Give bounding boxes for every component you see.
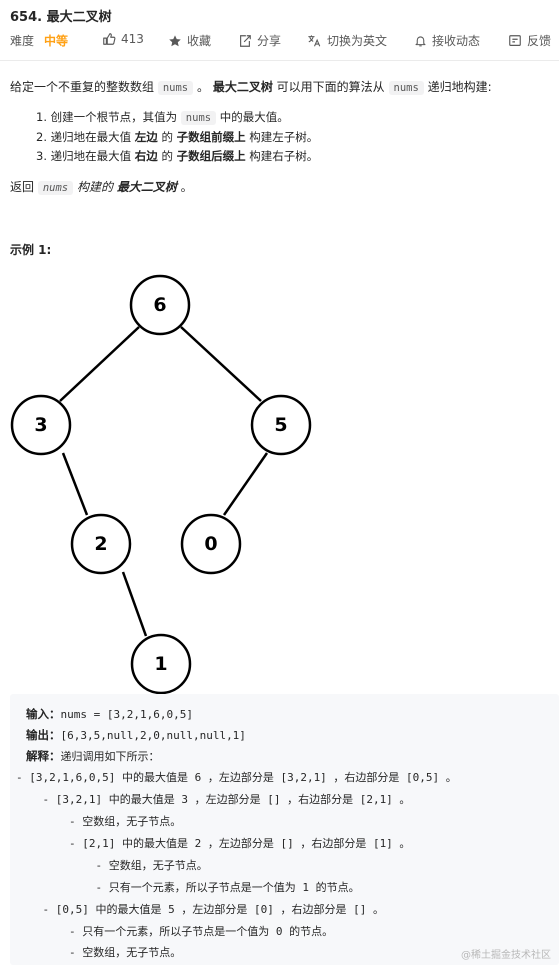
share-button[interactable]: 分享 [238, 32, 281, 49]
explain-step: - 只有一个元素，所以子节点是一个值为 1 的节点。 [16, 881, 360, 894]
problem-meta-bar: 难度 中等 413 收藏 分享 切换为英文 接收动态 反馈 [10, 30, 555, 50]
inline-code: nums [157, 81, 194, 95]
step-item: 2. 递归地在最大值 左边 的 子数组前缀上 构建左子树。 [36, 130, 319, 144]
inline-code: nums [388, 81, 424, 95]
tree-node-0: 0 [180, 513, 242, 575]
feedback-icon [509, 34, 521, 46]
divider [0, 60, 559, 61]
explain-step: - [2,1] 中的最大值是 2 ，左边部分是 [] ，右边部分是 [1] 。 [16, 837, 411, 850]
explain-step: - [3,2,1,6,0,5] 中的最大值是 6 ，左边部分是 [3,2,1] … [16, 771, 457, 784]
svg-text:5: 5 [274, 414, 287, 436]
tree-node-6: 6 [129, 274, 191, 336]
explain-step: - 只有一个元素，所以子节点是一个值为 0 的节点。 [16, 925, 334, 938]
input-line: 输入：nums = [3,2,1,6,0,5] [26, 707, 193, 721]
share-icon [240, 34, 251, 47]
switch-language-label: 切换为英文 [327, 34, 388, 48]
tree-edge [121, 571, 148, 637]
step-item: 1. 创建一个根节点，其值为 nums 中的最大值。 [36, 110, 289, 125]
example-title: 示例 1: [10, 243, 52, 257]
binary-tree-diagram: 6 3 5 2 0 1 [10, 274, 312, 694]
favorite-button[interactable]: 收藏 [168, 32, 211, 49]
tree-edge [59, 326, 140, 402]
svg-text:3: 3 [34, 414, 47, 436]
tree-node-5: 5 [250, 394, 312, 456]
difficulty-label: 难度 [10, 34, 35, 48]
svg-text:2: 2 [94, 533, 107, 555]
watermark: @稀土掘金技术社区 [461, 950, 551, 961]
like-count: 413 [121, 32, 144, 46]
tree-edge [61, 452, 89, 516]
notify-label: 接收动态 [432, 34, 481, 48]
tree-node-2: 2 [70, 513, 132, 575]
feedback-label: 反馈 [527, 34, 552, 48]
svg-text:1: 1 [154, 653, 167, 675]
bell-icon [415, 35, 426, 46]
problem-title: 654. 最大二叉树 [10, 10, 112, 25]
difficulty-badge: 中等 [44, 34, 69, 48]
tree-node-3: 3 [10, 394, 72, 456]
like-button[interactable]: 413 [102, 32, 144, 46]
problem-description: 给定一个不重复的整数数组 nums 。 最大二叉树 可以用下面的算法从 nums… [10, 80, 492, 95]
favorite-label: 收藏 [187, 34, 212, 48]
notify-button[interactable]: 接收动态 [414, 32, 480, 49]
switch-language-button[interactable]: 切换为英文 [307, 32, 387, 49]
svg-text:0: 0 [204, 533, 217, 555]
explain-line: 解释：递归调用如下所示： [26, 749, 160, 763]
explain-step: - [3,2,1] 中的最大值是 3 ，左边部分是 [] ，右边部分是 [2,1… [16, 793, 411, 806]
share-label: 分享 [257, 34, 282, 48]
explain-step: - 空数组，无子节点。 [16, 815, 182, 828]
thumbs-up-icon [103, 33, 116, 45]
algorithm-steps: 1. 创建一个根节点，其值为 nums 中的最大值。 2. 递归地在最大值 左边… [36, 108, 318, 166]
feedback-button[interactable]: 反馈 [508, 32, 551, 49]
tree-edge [180, 326, 262, 402]
tree-node-1: 1 [130, 633, 192, 694]
explain-step: - 空数组，无子节点。 [16, 946, 182, 959]
step-item: 3. 递归地在最大值 右边 的 子数组后缀上 构建右子树。 [36, 149, 319, 163]
explain-step: - [0,5] 中的最大值是 5 ，左边部分是 [0] ，右边部分是 [] 。 [16, 903, 384, 916]
svg-text:6: 6 [153, 294, 166, 316]
example-code-block: 输入：nums = [3,2,1,6,0,5] 输出：[6,3,5,null,2… [10, 694, 559, 965]
output-line: 输出：[6,3,5,null,2,0,null,null,1] [26, 728, 246, 742]
tree-edge [222, 452, 269, 516]
return-statement: 返回 nums 构建的 最大二叉树 。 [10, 180, 193, 195]
explain-step: - 空数组，无子节点。 [16, 859, 208, 872]
star-icon [169, 34, 181, 46]
translate-icon [308, 34, 321, 46]
